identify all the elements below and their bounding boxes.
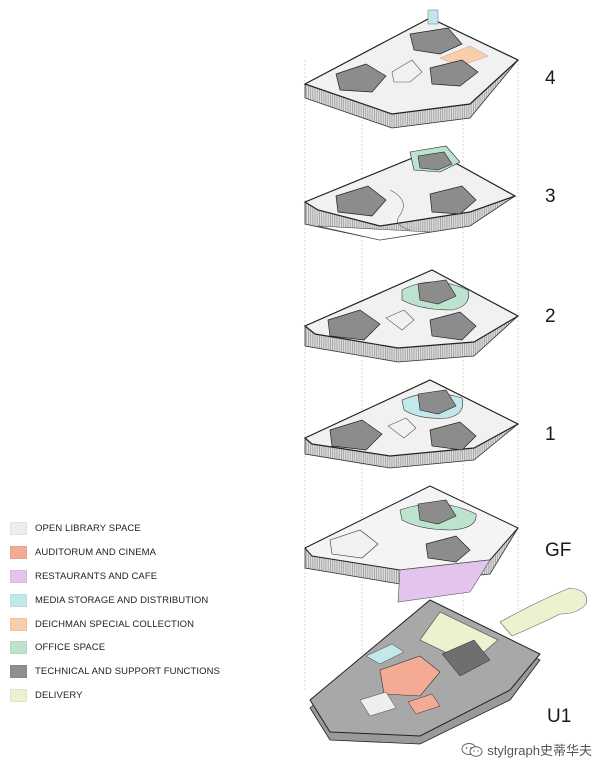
legend-item: AUDITORUM AND CINEMA: [10, 541, 220, 565]
legend-swatch: [10, 665, 27, 679]
legend-item: RESTAURANTS AND CAFE: [10, 565, 220, 589]
floor-label-u1: U1: [547, 706, 572, 727]
legend-label: OFFICE SPACE: [35, 642, 106, 654]
legend-item: MEDIA STORAGE AND DISTRIBUTION: [10, 588, 220, 612]
legend-swatch: [10, 593, 27, 607]
legend-swatch: [10, 569, 27, 583]
legend-label: TECHNICAL AND SUPPORT FUNCTIONS: [35, 666, 221, 678]
legend-swatch: [10, 688, 27, 702]
floor-label-2: 2: [545, 306, 556, 327]
floor-plate-gf: [304, 485, 519, 603]
floor-label-gf: GF: [545, 540, 572, 561]
legend-label: DELIVERY: [35, 689, 83, 701]
legend-label: DEICHMAN SPECIAL COLLECTION: [35, 618, 195, 630]
legend-item: DEICHMAN SPECIAL COLLECTION: [10, 612, 220, 636]
legend-label: RESTAURANTS AND CAFE: [35, 570, 158, 582]
floor-plate-1: [303, 379, 520, 469]
legend: OPEN LIBRARY SPACE AUDITORUM AND CINEMA …: [10, 517, 220, 707]
floor-label-4: 4: [545, 68, 556, 89]
wechat-icon: [461, 742, 483, 757]
floor-plate-4: [303, 9, 520, 129]
legend-swatch: [10, 546, 27, 560]
floor-plate-u1: [309, 587, 587, 745]
legend-item: DELIVERY: [10, 684, 220, 708]
floor-plate-3: [303, 145, 517, 241]
legend-label: OPEN LIBRARY SPACE: [35, 523, 141, 535]
legend-swatch: [10, 522, 27, 536]
floor-plate-2: [303, 269, 520, 363]
legend-item: TECHNICAL AND SUPPORT FUNCTIONS: [10, 660, 220, 684]
legend-swatch: [10, 641, 27, 655]
watermark: stylgraph史蒂华夫: [461, 740, 592, 759]
floor-label-3: 3: [545, 186, 556, 207]
legend-item: OFFICE SPACE: [10, 636, 220, 660]
floor-label-1: 1: [545, 424, 556, 445]
watermark-text: stylgraph史蒂华夫: [487, 743, 592, 758]
legend-swatch: [10, 617, 27, 631]
legend-label: AUDITORUM AND CINEMA: [35, 547, 157, 559]
legend-item: OPEN LIBRARY SPACE: [10, 517, 220, 541]
legend-label: MEDIA STORAGE AND DISTRIBUTION: [35, 594, 209, 606]
